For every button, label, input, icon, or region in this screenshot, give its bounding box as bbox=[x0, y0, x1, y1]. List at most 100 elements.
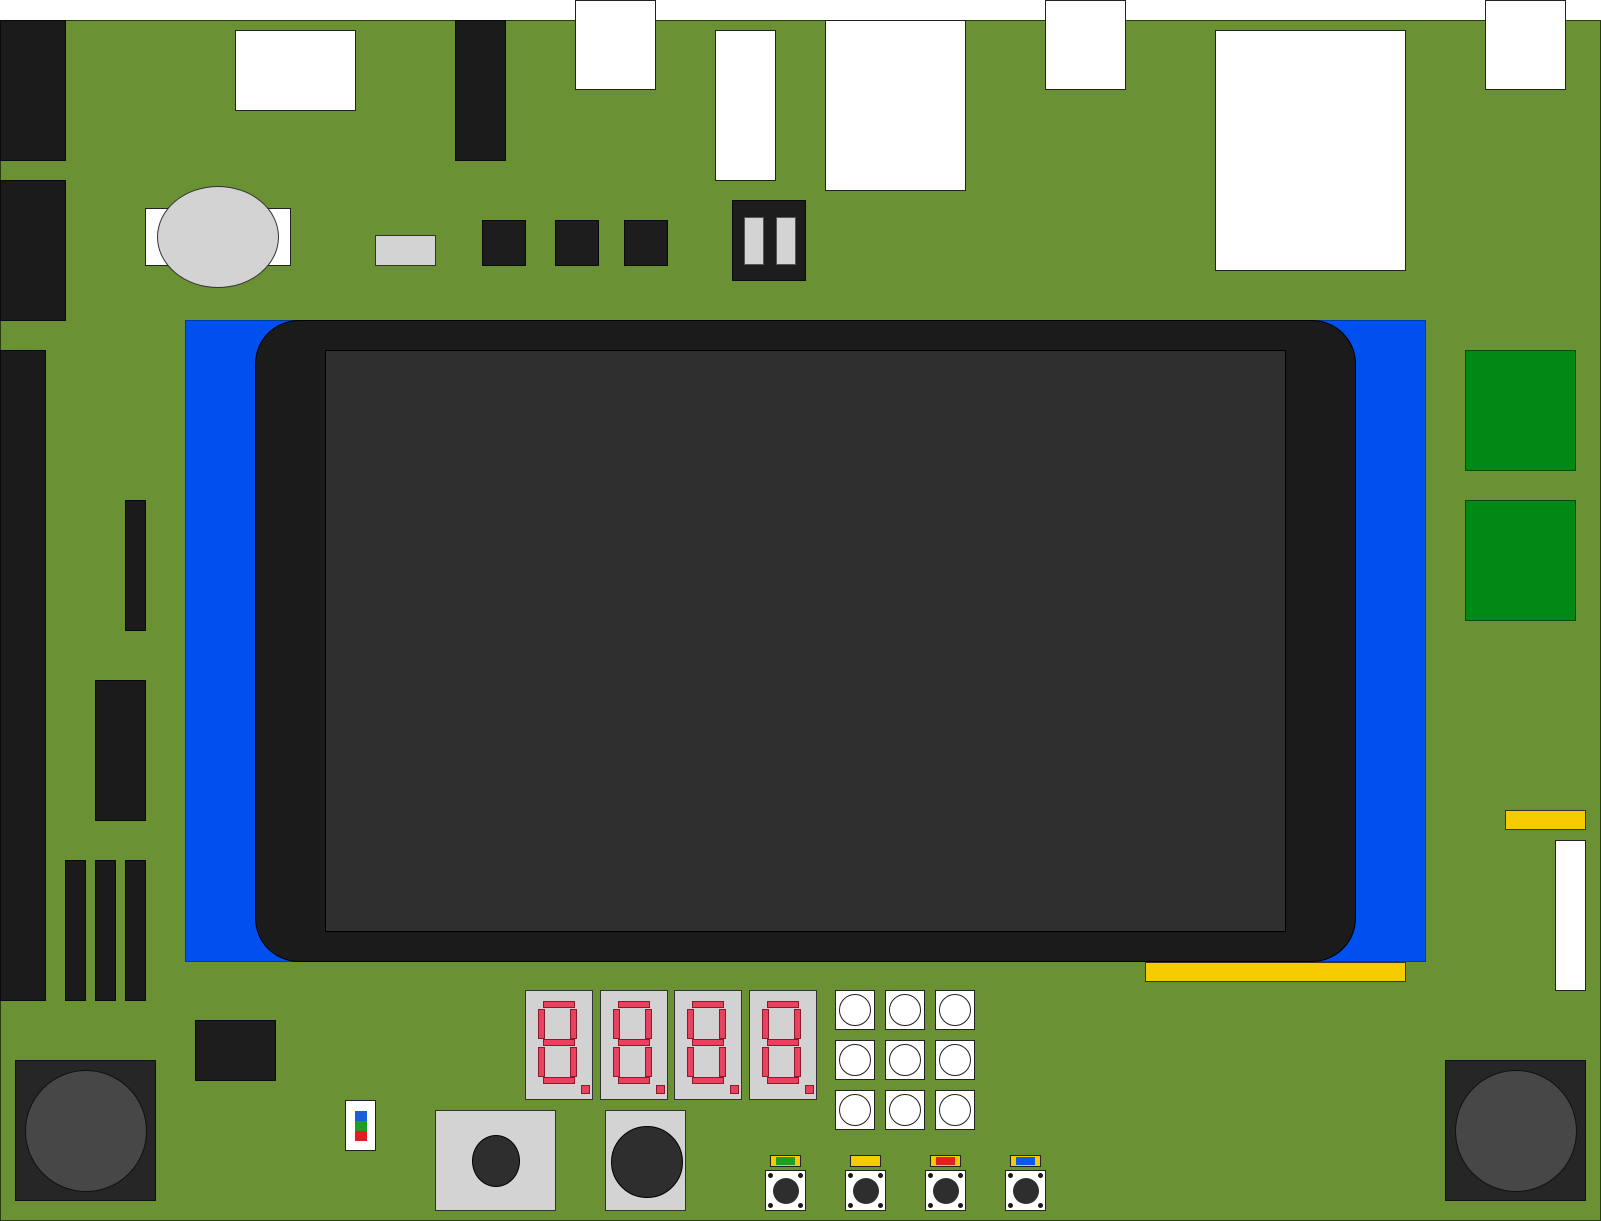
keypad-button[interactable] bbox=[935, 1040, 975, 1080]
tactile-button-knob[interactable] bbox=[1012, 1177, 1039, 1204]
keypad-button[interactable] bbox=[935, 990, 975, 1030]
segment bbox=[617, 1039, 650, 1046]
keypad-button[interactable] bbox=[885, 990, 925, 1030]
dip-switch[interactable] bbox=[732, 200, 806, 281]
tactile-button[interactable] bbox=[765, 1170, 806, 1211]
dip-switch-lever-1[interactable] bbox=[744, 217, 764, 265]
keypad-button-cap[interactable] bbox=[889, 994, 921, 1026]
mounting-pin bbox=[928, 1173, 933, 1178]
keypad-button-cap[interactable] bbox=[839, 1044, 871, 1076]
small-chip-left bbox=[95, 680, 146, 821]
rotary-encoder[interactable] bbox=[605, 1110, 686, 1211]
rotary-encoder-knob[interactable] bbox=[611, 1126, 683, 1198]
indicator-led-lens bbox=[1016, 1157, 1035, 1165]
pin-header-1 bbox=[65, 860, 86, 1001]
green-module-bottom bbox=[1465, 500, 1576, 621]
decimal-point bbox=[730, 1085, 739, 1094]
sd-card-slot bbox=[1555, 840, 1586, 991]
left-header-top bbox=[0, 20, 66, 161]
mounting-pin bbox=[1008, 1203, 1013, 1208]
mounting-pin bbox=[1008, 1173, 1013, 1178]
mounting-pin bbox=[848, 1203, 853, 1208]
segment bbox=[543, 1039, 575, 1046]
segment bbox=[612, 1009, 620, 1039]
left-long-header bbox=[0, 350, 46, 1001]
mounting-pin bbox=[878, 1203, 883, 1208]
tactile-button[interactable] bbox=[925, 1170, 966, 1211]
ic-chip-1 bbox=[482, 220, 526, 266]
segment bbox=[766, 1001, 799, 1008]
joystick-left-knob[interactable] bbox=[24, 1069, 147, 1192]
tactile-button[interactable] bbox=[845, 1170, 886, 1211]
joystick-right-knob[interactable] bbox=[1454, 1069, 1577, 1192]
keypad-button-cap[interactable] bbox=[939, 1094, 971, 1126]
pin-header-3 bbox=[125, 860, 146, 1001]
segment bbox=[570, 1009, 577, 1039]
segment bbox=[719, 1009, 726, 1039]
keypad-button[interactable] bbox=[835, 1090, 875, 1130]
narrow-header bbox=[125, 500, 146, 631]
tactile-button[interactable] bbox=[1005, 1170, 1046, 1211]
segment bbox=[538, 1009, 545, 1039]
keypad-button-cap[interactable] bbox=[839, 994, 871, 1026]
keypad-button[interactable] bbox=[835, 1040, 875, 1080]
segment bbox=[692, 1039, 724, 1046]
green-module-top bbox=[1465, 350, 1576, 471]
mounting-pin bbox=[958, 1203, 963, 1208]
indicator-led bbox=[850, 1155, 881, 1167]
segment bbox=[644, 1047, 652, 1077]
keypad-button[interactable] bbox=[885, 1040, 925, 1080]
seven-segment-digit bbox=[599, 990, 668, 1100]
segment bbox=[766, 1039, 799, 1046]
potentiometer-knob[interactable] bbox=[472, 1135, 520, 1187]
tactile-button-knob[interactable] bbox=[772, 1177, 799, 1204]
segment bbox=[761, 1009, 769, 1039]
seven-segment-digit bbox=[748, 990, 817, 1100]
power-connector bbox=[1215, 30, 1406, 271]
keypad-button-cap[interactable] bbox=[939, 1044, 971, 1076]
rgb-led-blue bbox=[355, 1111, 367, 1121]
segment bbox=[761, 1047, 769, 1077]
indicator-led-lens bbox=[776, 1157, 795, 1165]
indicator-led bbox=[770, 1155, 801, 1167]
mounting-pin bbox=[928, 1203, 933, 1208]
indicator-led-lens bbox=[936, 1157, 955, 1165]
potentiometer[interactable] bbox=[435, 1110, 556, 1211]
dip-switch-lever-2[interactable] bbox=[776, 217, 796, 265]
keypad-button-cap[interactable] bbox=[889, 1094, 921, 1126]
decimal-point bbox=[581, 1085, 590, 1094]
mounting-pin bbox=[878, 1173, 883, 1178]
mounting-pin bbox=[768, 1203, 773, 1208]
yellow-connector-right bbox=[1505, 810, 1586, 830]
segment bbox=[543, 1001, 575, 1008]
segment bbox=[612, 1047, 620, 1077]
tactile-button-knob[interactable] bbox=[932, 1177, 959, 1204]
keypad-button[interactable] bbox=[885, 1090, 925, 1130]
indicator-led bbox=[1010, 1155, 1041, 1167]
segment bbox=[617, 1001, 650, 1008]
segment bbox=[687, 1047, 694, 1077]
slot-connector bbox=[715, 30, 776, 181]
top-connector-3 bbox=[1485, 0, 1566, 90]
mounting-pin bbox=[768, 1173, 773, 1178]
keypad-button[interactable] bbox=[835, 990, 875, 1030]
joystick-left[interactable] bbox=[15, 1060, 156, 1201]
mounting-pin bbox=[1038, 1173, 1043, 1178]
segment bbox=[538, 1047, 545, 1077]
segment bbox=[793, 1047, 801, 1077]
rgb-led bbox=[345, 1100, 376, 1151]
left-header-middle bbox=[0, 180, 66, 321]
keypad-button[interactable] bbox=[935, 1090, 975, 1130]
coin-cell-battery bbox=[157, 186, 279, 288]
keypad-button-cap[interactable] bbox=[889, 1044, 921, 1076]
decimal-point bbox=[804, 1085, 814, 1094]
keypad-button-cap[interactable] bbox=[839, 1094, 871, 1126]
crystal bbox=[375, 235, 436, 266]
keypad-button-cap[interactable] bbox=[939, 994, 971, 1026]
segment bbox=[570, 1047, 577, 1077]
joystick-right[interactable] bbox=[1445, 1060, 1586, 1201]
display-screen bbox=[325, 350, 1286, 932]
seven-segment-digit bbox=[674, 990, 742, 1100]
tactile-button-knob[interactable] bbox=[852, 1177, 879, 1204]
segment bbox=[766, 1077, 799, 1084]
